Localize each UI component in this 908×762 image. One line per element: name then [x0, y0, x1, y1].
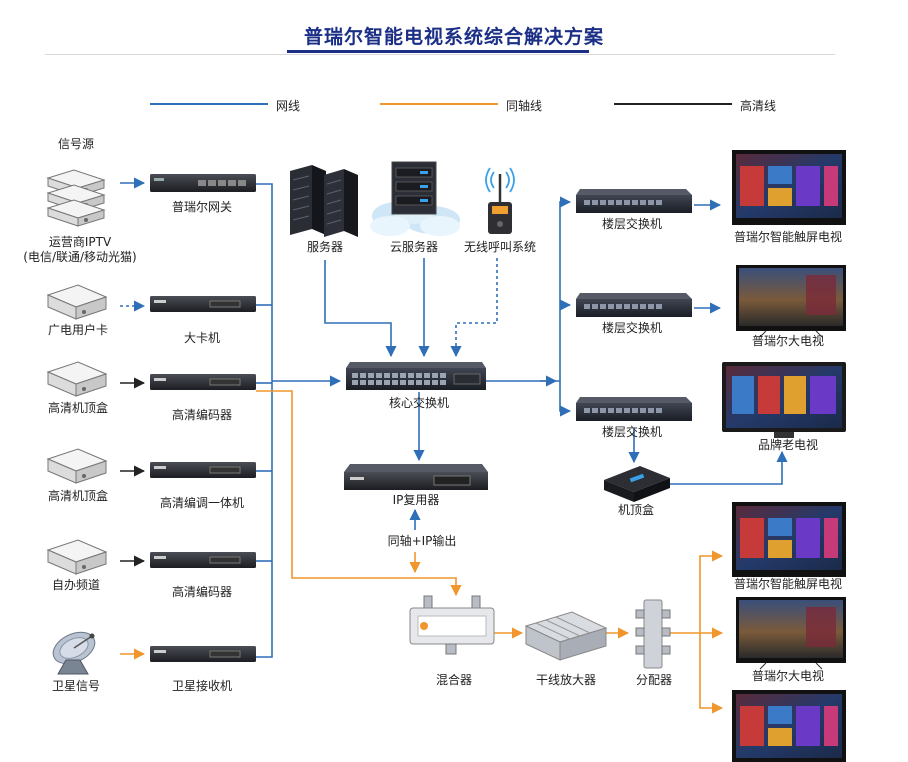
legend-hd-label: 高清线: [740, 99, 777, 113]
gateway-label: 普瑞尔网关: [171, 200, 233, 214]
stb-to-oldtv-link: [670, 450, 788, 485]
touch-tv-1-label: 普瑞尔智能触屏电视: [733, 230, 843, 244]
hd-stb-1-label: 高清机顶盒: [47, 401, 109, 415]
hd-encoder-2-device: [150, 552, 256, 568]
cable-card-label: 广电用户卡: [47, 323, 109, 337]
title-underline: [287, 50, 589, 53]
hd-mod-enc-device: [150, 462, 256, 478]
hd-encoder-2-label: 高清编码器: [171, 585, 233, 599]
mixer-device: [409, 595, 495, 655]
splitter-to-tv4-link: [668, 550, 724, 634]
satellite-dish-icon: [52, 631, 96, 675]
card-machine-label: 大卡机: [183, 331, 221, 345]
satellite-label: 卫星信号: [51, 679, 101, 693]
splitter-device: [635, 599, 671, 669]
touch-tv-1-screen: [732, 150, 846, 225]
page-title: 普瑞尔智能电视系统综合解决方案: [303, 26, 604, 48]
coax-ip-out-label: 同轴+IP输出: [387, 534, 457, 548]
cloud-server-icon: [370, 161, 460, 236]
settop-box-device: [604, 466, 670, 502]
core-switch-label: 核心交换机: [388, 396, 450, 410]
wireless-call-icon: [485, 167, 515, 234]
splitter-label: 分配器: [635, 673, 673, 687]
headend-trunk: [256, 183, 273, 658]
iptv-label: 运营商IPTV: [48, 235, 112, 249]
connections: [120, 177, 788, 714]
touch-tv-2-screen: [732, 502, 846, 577]
old-tv-screen: [722, 362, 846, 438]
floor-switch-2-label: 楼层交换机: [601, 321, 663, 335]
hd-encoder-1-device: [150, 374, 256, 390]
hd-mod-enc-label: 高清编调一体机: [159, 496, 245, 510]
card-box-icon: [46, 284, 108, 320]
floor-switch-1-label: 楼层交换机: [601, 217, 663, 231]
old-tv-label: 品牌老电视: [757, 438, 819, 452]
stb-label: 机顶盒: [617, 503, 655, 517]
headend-to-mixer-coax: [256, 390, 462, 597]
big-tv-2-screen: [736, 597, 846, 670]
server-to-core-link: [324, 260, 397, 358]
iptv-sublabel: (电信/联通/移动光猫): [23, 250, 137, 264]
iptv-modem-icon: [46, 169, 106, 227]
sat-receiver-device: [150, 646, 256, 662]
hd-encoder-1-label: 高清编码器: [171, 408, 233, 422]
core-switch-device: [346, 362, 486, 390]
ip-mux-label: IP复用器: [392, 493, 440, 507]
trunk-amp-label: 干线放大器: [535, 673, 597, 687]
self-channel-icon: [46, 539, 108, 575]
gateway-device: [150, 174, 256, 192]
wireless-to-core-link: [450, 258, 498, 358]
floor-switch-2-device: [576, 293, 692, 317]
mixer-label: 混合器: [435, 673, 473, 687]
wireless-call-label: 无线呼叫系统: [463, 240, 537, 254]
hd-stb-2-label: 高清机顶盒: [47, 489, 109, 503]
floor-switch-3-device: [576, 397, 692, 421]
card-machine-device: [150, 296, 256, 312]
server-label: 服务器: [306, 240, 344, 254]
hd-stb-1-icon: [46, 361, 108, 397]
floor-switch-1-device: [576, 189, 692, 213]
sources-header: 信号源: [57, 137, 95, 151]
trunk-amplifier-device: [524, 611, 608, 661]
cloud-server-label: 云服务器: [389, 240, 439, 254]
splitter-to-tv6-link: [699, 633, 724, 714]
touch-tv-2-label: 普瑞尔智能触屏电视: [733, 577, 843, 591]
legend-coax-label: 同轴线: [506, 99, 543, 113]
touch-tv-3-screen: [732, 690, 846, 762]
big-tv-2-label: 普瑞尔大电视: [751, 669, 825, 683]
server-rack-icon: [290, 165, 358, 237]
big-tv-1-label: 普瑞尔大电视: [751, 334, 825, 348]
self-channel-label: 自办频道: [51, 578, 101, 592]
hd-stb-2-icon: [46, 448, 108, 484]
big-tv-1-screen: [736, 265, 846, 338]
legend-network-label: 网线: [276, 99, 301, 113]
floor-switch-3-label: 楼层交换机: [601, 425, 663, 439]
ip-mux-device: [344, 464, 488, 490]
title-divider: [45, 54, 835, 55]
sat-receiver-label: 卫星接收机: [171, 679, 233, 693]
